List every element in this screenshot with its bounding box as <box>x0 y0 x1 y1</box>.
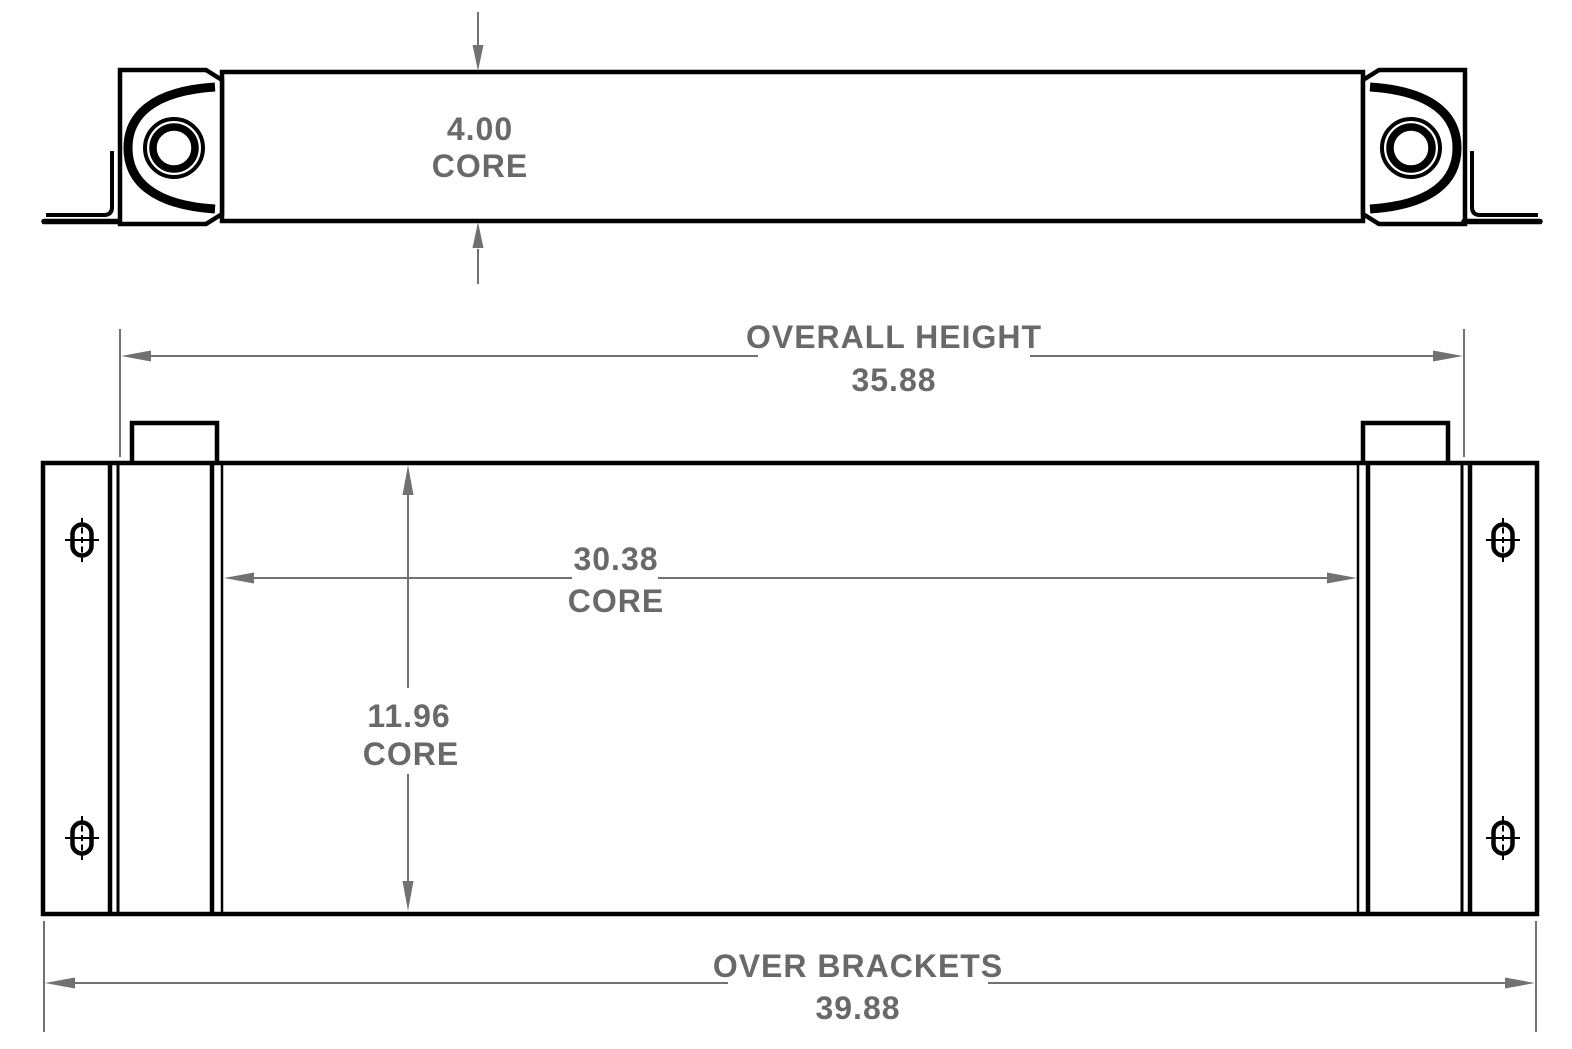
dim-core-width-value: 30.38 <box>573 541 658 577</box>
right-tank-bead-arc <box>1369 82 1462 214</box>
dim-core-height: 11.96 CORE <box>363 465 459 911</box>
arrowhead-up <box>472 222 484 248</box>
mounting-slot-top-right <box>1486 518 1520 562</box>
dim-over-brackets-label: OVER BRACKETS <box>713 948 1003 984</box>
arrowhead-right <box>1505 977 1535 989</box>
right-top-tab <box>1360 420 1451 461</box>
arrowhead-left <box>45 977 75 989</box>
arrowhead-left <box>121 350 151 362</box>
left-fitting-port <box>149 123 199 173</box>
left-tank-bead-arc <box>123 82 216 214</box>
front-view <box>40 420 1540 917</box>
dim-core-width: 30.38 CORE <box>224 541 1357 619</box>
left-foot-lip <box>46 151 114 217</box>
dim-core-height-value: 11.96 <box>367 698 450 734</box>
dim-core-width-label: CORE <box>568 583 664 619</box>
dim-overall-height: OVERALL HEIGHT 35.88 <box>119 319 1465 457</box>
front-view-outline <box>40 460 1540 917</box>
arrowhead-right <box>1433 350 1463 362</box>
left-top-tab <box>129 420 220 461</box>
dim-over-brackets-value: 39.88 <box>815 990 900 1026</box>
arrowhead-down <box>402 881 414 911</box>
arrowhead-down <box>472 45 484 71</box>
dim-core-depth-label: CORE <box>432 148 528 184</box>
mounting-slot-bottom-right <box>1486 816 1520 860</box>
right-foot-lip <box>1470 151 1538 217</box>
arrowhead-left <box>224 572 254 584</box>
dim-overall-height-value: 35.88 <box>851 362 936 398</box>
mounting-slot-bottom-left <box>65 816 99 860</box>
arrowhead-right <box>1327 572 1357 584</box>
arrowhead-up <box>402 465 414 495</box>
mounting-slot-top-left <box>65 518 99 562</box>
dim-over-brackets: OVER BRACKETS 39.88 <box>43 921 1537 1032</box>
top-view: 4.00 CORE <box>41 12 1543 284</box>
dim-core-depth-value: 4.00 <box>447 111 513 147</box>
dim-overall-height-label: OVERALL HEIGHT <box>746 319 1042 355</box>
left-fitting-ring <box>143 117 205 179</box>
dim-core-depth: 4.00 CORE <box>432 12 528 284</box>
right-fitting-port <box>1386 123 1436 173</box>
top-view-core-body <box>219 69 1366 224</box>
dim-core-height-label: CORE <box>363 736 459 772</box>
right-fitting-ring <box>1380 117 1442 179</box>
